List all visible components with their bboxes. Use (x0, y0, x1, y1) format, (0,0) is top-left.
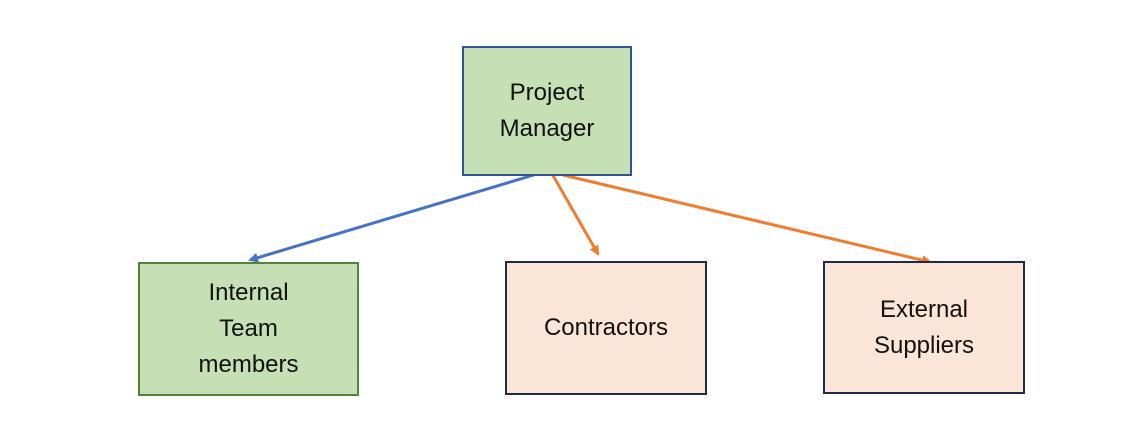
contractors-node: Contractors (505, 261, 707, 395)
arrow-pm-to-contractors (549, 171, 600, 256)
internal-team-label: Internal Team members (198, 279, 299, 378)
arrow-pm-to-external-suppliers (562, 173, 932, 266)
project-manager-label: Project Manager (499, 79, 595, 142)
external-suppliers-label: External Suppliers (873, 295, 975, 359)
project-manager-node: Project Manager (462, 46, 632, 176)
external-suppliers-node: External Suppliers (823, 261, 1025, 394)
contractors-label: Contractors (543, 314, 669, 341)
internal-team-node: Internal Team members (138, 262, 359, 396)
arrow-pm-to-internal-team (248, 172, 538, 263)
